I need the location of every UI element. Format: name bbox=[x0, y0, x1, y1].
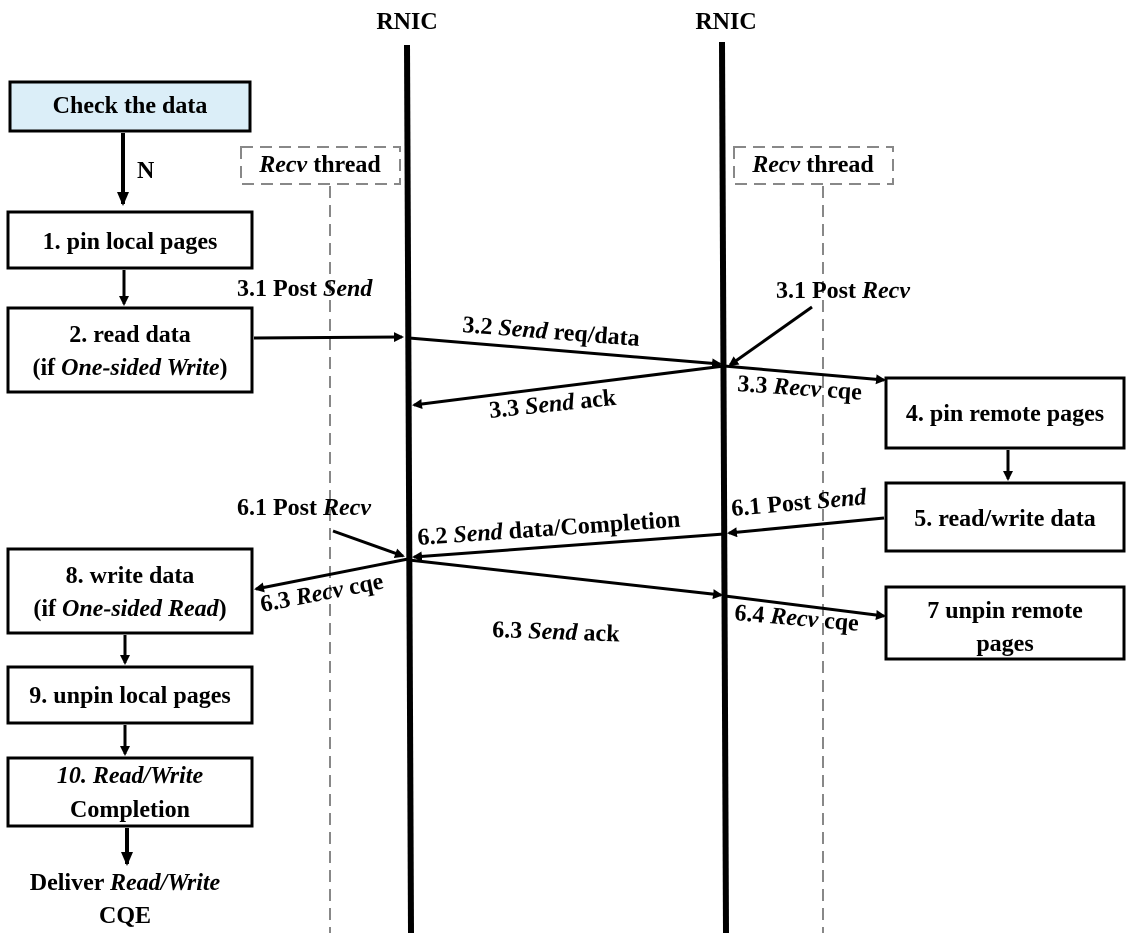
unpin-remote-line1: 7 unpin remote bbox=[927, 598, 1083, 624]
pin-remote-label: 4. pin remote pages bbox=[906, 401, 1104, 427]
post-send-31-label: 3.1 Post Send bbox=[237, 276, 373, 302]
recv-cqe-arrow-final bbox=[724, 594, 886, 620]
pin-remote-box bbox=[884, 376, 1126, 450]
completion-box bbox=[6, 756, 254, 828]
recv-cqe-33-label: 3.3 Recv cqe bbox=[737, 371, 863, 406]
rnic-left-label: RNIC bbox=[376, 9, 437, 35]
send-req-arrow bbox=[408, 336, 722, 369]
recv-thread-right-label: Recv thread bbox=[751, 152, 874, 178]
send-ack-33-label: 3.3 Send ack bbox=[488, 385, 618, 424]
deliver-line1: Deliver Read/Write bbox=[30, 870, 221, 896]
recv-thread-left-box bbox=[240, 146, 401, 185]
rnic-left-lifeline bbox=[404, 44, 414, 933]
recv-thread-left-label: Recv thread bbox=[258, 152, 381, 178]
pin-local-label: 1. pin local pages bbox=[43, 229, 218, 255]
post-recv-arrow-top bbox=[728, 305, 813, 367]
check-data-box bbox=[8, 80, 252, 133]
unpin-local-label: 9. unpin local pages bbox=[29, 683, 230, 709]
post-recv-31-label: 3.1 Post Recv bbox=[776, 278, 910, 304]
completion-line1: 10. Read/Write bbox=[57, 763, 204, 789]
rnic-right-label: RNIC bbox=[695, 9, 756, 35]
send-32-label: 3.2 Send req/data bbox=[462, 312, 641, 352]
recv-thread-right-box bbox=[733, 146, 894, 185]
unpin-local-box bbox=[6, 665, 254, 725]
send-ack-arrow-top bbox=[412, 364, 725, 409]
send-62-label: 6.2 Send data/Completion bbox=[417, 507, 682, 551]
read-data-to-rnic-arrow bbox=[253, 332, 404, 343]
deliver-line2: CQE bbox=[99, 903, 151, 929]
post-send-arrow-bottom bbox=[727, 516, 885, 538]
unpin-remote-line2: pages bbox=[976, 631, 1033, 657]
read-data-box bbox=[6, 306, 254, 394]
post-recv-arrow-bottom bbox=[332, 529, 405, 559]
recv-cqe-64-label: 6.4 Recv cqe bbox=[733, 600, 860, 637]
read-data-line2: (if One-sided Write) bbox=[32, 355, 227, 381]
pin-local-box bbox=[6, 210, 254, 270]
recv-cqe-arrow-bottom bbox=[254, 557, 409, 593]
read-write-box bbox=[884, 481, 1126, 553]
write-data-box bbox=[6, 547, 254, 635]
send-ack-arrow-bottom bbox=[408, 558, 723, 600]
check-data-label: Check the data bbox=[53, 93, 208, 119]
read-data-line1: 2. read data bbox=[69, 322, 191, 348]
send-ack-63-label: 6.3 Send ack bbox=[492, 617, 621, 647]
completion-line2: Completion bbox=[70, 797, 190, 823]
write-data-line1: 8. write data bbox=[66, 563, 195, 589]
rnic-right-lifeline bbox=[719, 41, 729, 933]
send-completion-arrow bbox=[412, 532, 725, 562]
unpin-remote-box bbox=[884, 585, 1126, 661]
write-data-line2: (if One-sided Read) bbox=[33, 596, 226, 622]
post-recv-61-label: 6.1 Post Recv bbox=[237, 495, 371, 521]
read-write-label: 5. read/write data bbox=[914, 506, 1096, 532]
post-send-61-label: 6.1 Post Send bbox=[730, 484, 868, 522]
n-label: N bbox=[137, 158, 155, 184]
recv-cqe-arrow-top bbox=[723, 364, 886, 385]
